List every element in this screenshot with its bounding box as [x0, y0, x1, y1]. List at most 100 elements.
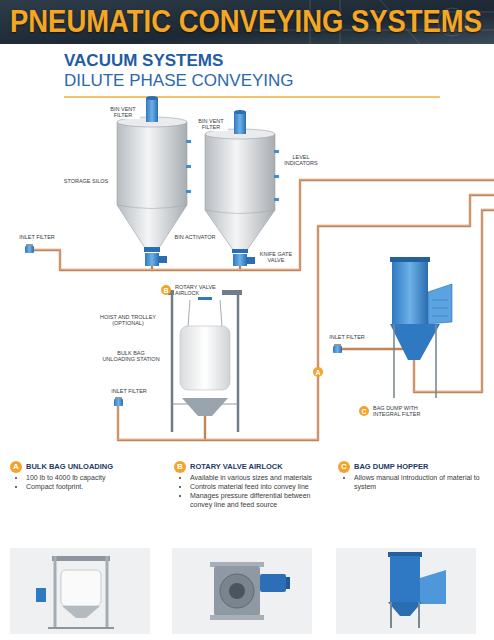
callout-circle: C [338, 461, 350, 473]
feature-column: ROTARY VALVE AIRLOCKAvailable in various… [174, 461, 334, 509]
bin-vent-filter-part [234, 112, 246, 134]
bag-dump-hopper-part [392, 262, 428, 324]
valve-part [232, 249, 248, 253]
part-label: LEVEL INDICATORS [280, 154, 322, 167]
inlet-filter-part [115, 397, 122, 399]
valve-part [233, 254, 247, 266]
callout-letter: B [163, 287, 168, 294]
storage-silo-part [205, 134, 275, 250]
inlet-filter-part [25, 246, 34, 253]
bulk-bag-station-part [220, 300, 222, 327]
part-label: INLET FILTER [18, 234, 56, 240]
bin-vent-filter-part [234, 110, 246, 114]
bag-dump-hopper-part [390, 257, 430, 262]
product-photo-part [286, 577, 290, 589]
product-photo-part [388, 602, 422, 616]
bag-dump-hopper-part [390, 324, 440, 360]
callout-circle: B [161, 285, 171, 295]
bag-dump-hopper-part [428, 284, 452, 324]
section-heading: VACUUM SYSTEMS [64, 51, 223, 71]
storage-silo-part [117, 122, 187, 248]
pipe-part [204, 416, 206, 440]
feature-column: BAG DUMP HOPPERAllows manual introductio… [338, 461, 488, 491]
bin-vent-filter-part [146, 96, 158, 100]
product-photo-part [52, 556, 110, 561]
valve-part [145, 253, 159, 266]
callout-letter: B [177, 463, 183, 471]
rule-line [64, 96, 440, 98]
inlet-filter [25, 244, 342, 406]
product-photo-part [214, 566, 260, 616]
bag-dump-hopper [390, 257, 452, 398]
product-photo [10, 548, 476, 634]
part-label: BAG DUMP WITH INTEGRAL FILTER [372, 405, 426, 418]
bulk-bag-station-part [237, 292, 240, 432]
level-indicator [186, 140, 279, 201]
header-banner [0, 0, 494, 44]
part-label: ROTARY VALVE AIRLOCK [174, 284, 222, 297]
bulk-bag-station [168, 290, 242, 432]
product-photo-part [260, 574, 286, 592]
part-label: BIN ACTIVATOR [174, 234, 217, 240]
level-indicator-part [274, 198, 279, 201]
inlet-filter-part [114, 399, 123, 406]
product-photo-part [61, 570, 101, 606]
inlet-filter-part [26, 244, 33, 246]
pipe-part [118, 195, 494, 440]
feature-bullet: Allows manual introduction of material t… [354, 473, 488, 491]
feature-heading: ROTARY VALVE AIRLOCK [174, 461, 334, 473]
product-photo-part [220, 574, 254, 608]
feature-bullet: Available in various sizes and materials [190, 473, 334, 482]
callout-circle: A [10, 461, 22, 473]
callout-letter: C [341, 463, 347, 471]
bag-dump-hopper-part [432, 300, 448, 316]
feature-heading: BULK BAG UNLOADING [10, 461, 160, 473]
part-label: HOIST AND TROLLEY (OPTIONAL) [96, 314, 160, 327]
bin-vent-filter [146, 96, 246, 134]
part-label: INLET FILTER [110, 388, 148, 394]
part-label: BIN VENT FILTER [194, 118, 228, 131]
bin-vent-filter-part [146, 98, 158, 122]
feature-column: BULK BAG UNLOADING100 lb to 4000 lb capa… [10, 461, 160, 491]
product-photo-part [106, 556, 109, 628]
callout-letter: A [315, 369, 320, 376]
part-label: BULK BAG UNLOADING STATION [100, 350, 162, 363]
product-photo-part [62, 606, 100, 618]
part-label: BIN VENT FILTER [106, 106, 140, 119]
product-photo-part [48, 627, 114, 629]
bulk-bag-station-part [182, 398, 228, 416]
product-photo-part [418, 602, 420, 628]
bulk-bag-station-part [188, 300, 190, 327]
callout-letter: C [361, 408, 366, 415]
part-label: INLET FILTER [328, 334, 366, 340]
product-photo-part [36, 588, 46, 602]
feature-bullet: 100 lb to 4000 lb capacity [26, 473, 160, 482]
valve [144, 247, 255, 266]
level-indicator-part [186, 190, 191, 193]
header-banner-part [0, 0, 494, 44]
product-photo-part [390, 602, 392, 628]
inlet-filter-part [334, 344, 341, 346]
bulk-bag-station-part [171, 292, 174, 432]
bulk-bag-station-part [180, 326, 230, 390]
level-indicator-part [186, 140, 191, 143]
level-indicator-part [274, 175, 279, 178]
part-label: STORAGE SILOS [63, 178, 110, 184]
bag-dump-hopper-part [393, 324, 395, 398]
inlet-filter-part [333, 346, 342, 353]
page-title: PNEUMATIC CONVEYING SYSTEMS [10, 3, 482, 40]
level-indicator-part [274, 150, 279, 153]
bag-dump-hopper-part [435, 324, 437, 398]
callout-circle: B [174, 461, 186, 473]
callout-letter: A [13, 463, 19, 471]
product-photo-part [420, 570, 446, 604]
feature-bullet: Compact footprint. [26, 482, 160, 491]
storage-silo-part [117, 205, 187, 209]
level-indicator-part [186, 165, 191, 168]
storage-silo [117, 117, 275, 250]
valve-part [247, 257, 255, 264]
product-photo-part [229, 583, 245, 599]
feature-bullet: Controls material feed into convey line [190, 482, 334, 491]
callout-circle: C [359, 406, 369, 416]
